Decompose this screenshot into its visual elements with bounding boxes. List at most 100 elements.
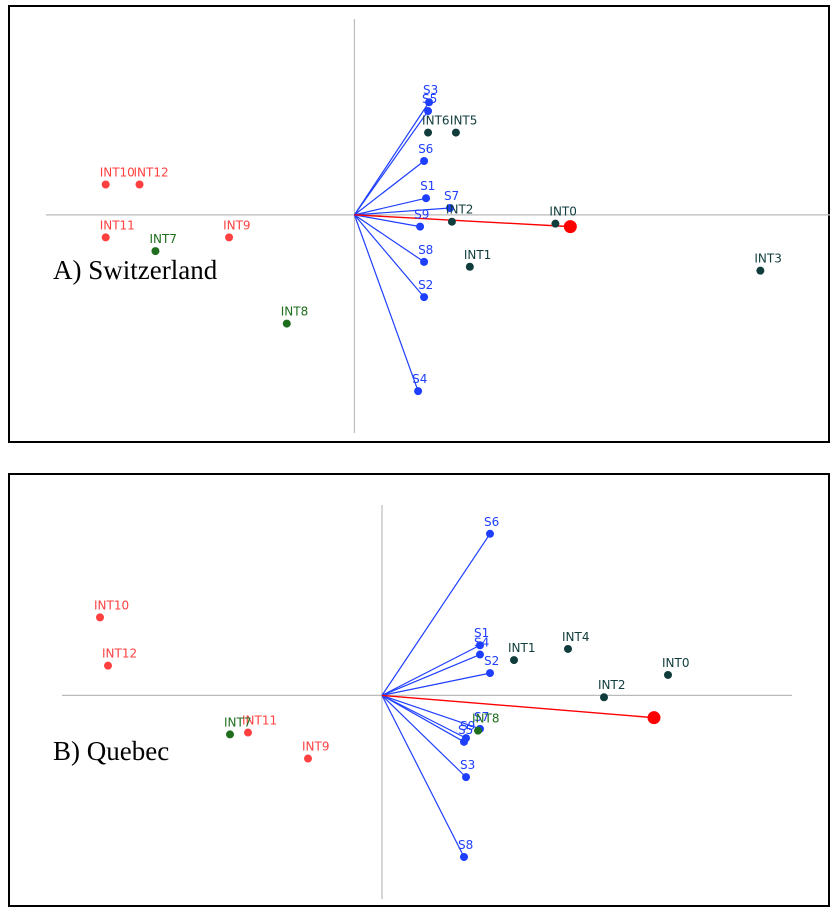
point-label-s3: S3: [460, 758, 475, 772]
panel-caption: B) Quebec: [53, 736, 169, 766]
vector-line-s9: [381, 694, 467, 739]
centroid-vector: [354, 214, 571, 228]
centroid-marker: [563, 220, 577, 234]
vector-line-s7: [354, 207, 450, 216]
point-s2: [420, 293, 429, 302]
vector-line-s7: [381, 694, 481, 730]
vector-line-s6: [381, 533, 491, 696]
point-int11: [244, 728, 252, 737]
point-label-s5: S5: [458, 723, 473, 737]
point-label-int8: INT8: [472, 712, 499, 726]
point-label-int7: INT7: [224, 715, 251, 729]
point-label-int0: INT0: [662, 656, 689, 670]
point-label-s4: S4: [474, 636, 489, 650]
point-label-int12: INT12: [102, 647, 137, 661]
point-int11: [101, 233, 110, 242]
point-label-s8: S8: [458, 838, 473, 852]
vector-line-s2: [353, 214, 425, 298]
point-label-s6: S6: [484, 515, 499, 529]
vector-line-s8: [381, 695, 465, 858]
vector-line-s5: [353, 110, 429, 216]
point-s5: [424, 107, 433, 116]
centroid-vector: [381, 694, 655, 719]
point-label-int3: INT3: [754, 252, 781, 266]
panel-caption: A) Switzerland: [53, 255, 218, 285]
point-int9: [304, 754, 312, 763]
point-int2: [600, 693, 608, 702]
point-s9: [416, 222, 425, 231]
point-label-int9: INT9: [223, 218, 250, 232]
point-label-int9: INT9: [302, 740, 329, 754]
point-s6: [486, 529, 494, 538]
point-label-int4: INT4: [562, 630, 589, 644]
centroid-marker: [647, 711, 661, 725]
point-s9: [462, 734, 470, 743]
point-label-s2: S2: [484, 654, 499, 668]
point-label-s6: S6: [418, 142, 433, 156]
vector-line-s1: [381, 644, 481, 696]
point-label-int2: INT2: [446, 203, 473, 217]
point-int0: [551, 219, 560, 228]
point-label-s3: S3: [423, 83, 438, 97]
point-int0: [664, 670, 672, 679]
point-label-int5: INT5: [450, 114, 477, 128]
point-int8: [474, 726, 482, 735]
point-label-s1: S1: [420, 179, 435, 193]
point-label-s4: S4: [412, 372, 427, 386]
vector-line-s3: [381, 694, 467, 778]
point-int12: [135, 180, 144, 189]
point-s8: [420, 257, 429, 266]
point-label-int10: INT10: [100, 166, 135, 180]
point-int12: [104, 661, 112, 670]
point-s6: [420, 157, 429, 165]
point-label-s9: S9: [414, 208, 429, 222]
point-label-int1: INT1: [464, 248, 491, 262]
point-s8: [460, 852, 468, 861]
point-s7: [445, 204, 454, 213]
point-label-int6: INT6: [422, 114, 449, 128]
point-s3: [462, 773, 470, 782]
point-s1: [476, 641, 484, 650]
vector-line-s9: [354, 214, 421, 228]
point-int9: [225, 233, 234, 242]
vector-line-s4: [353, 214, 419, 392]
point-label-int2: INT2: [598, 678, 625, 692]
point-label-s7: S7: [474, 710, 489, 724]
point-int10: [96, 613, 104, 622]
vector-line-s6: [354, 160, 425, 216]
point-int6: [424, 128, 433, 137]
point-int1: [510, 656, 518, 665]
point-int7: [151, 247, 160, 256]
point-label-int12: INT12: [134, 166, 169, 180]
point-label-int8: INT8: [281, 305, 308, 319]
point-label-s7: S7: [444, 189, 459, 203]
point-label-s1: S1: [474, 626, 489, 640]
point-int1: [465, 262, 474, 271]
point-int7: [226, 730, 234, 739]
point-int5: [451, 128, 460, 137]
point-label-s8: S8: [418, 243, 433, 257]
point-label-int10: INT10: [94, 598, 129, 612]
point-int10: [101, 180, 110, 189]
point-s1: [422, 194, 431, 203]
point-label-int1: INT1: [508, 641, 535, 655]
point-label-int11: INT11: [100, 218, 135, 232]
vector-line-s4: [381, 653, 481, 696]
vector-line-s8: [354, 214, 425, 263]
point-label-s9: S9: [460, 719, 475, 733]
point-label-int0: INT0: [549, 205, 576, 219]
point-label-s2: S2: [418, 278, 433, 292]
point-int2: [447, 217, 456, 226]
point-label-int11: INT11: [242, 714, 277, 728]
point-label-int7: INT7: [149, 232, 176, 246]
vector-line-s1: [354, 197, 427, 216]
vector-line-s2: [381, 672, 491, 696]
point-s2: [486, 669, 494, 678]
vector-line-s5: [381, 694, 465, 743]
point-s4: [476, 650, 484, 659]
point-s4: [414, 387, 423, 396]
point-int4: [564, 644, 572, 653]
